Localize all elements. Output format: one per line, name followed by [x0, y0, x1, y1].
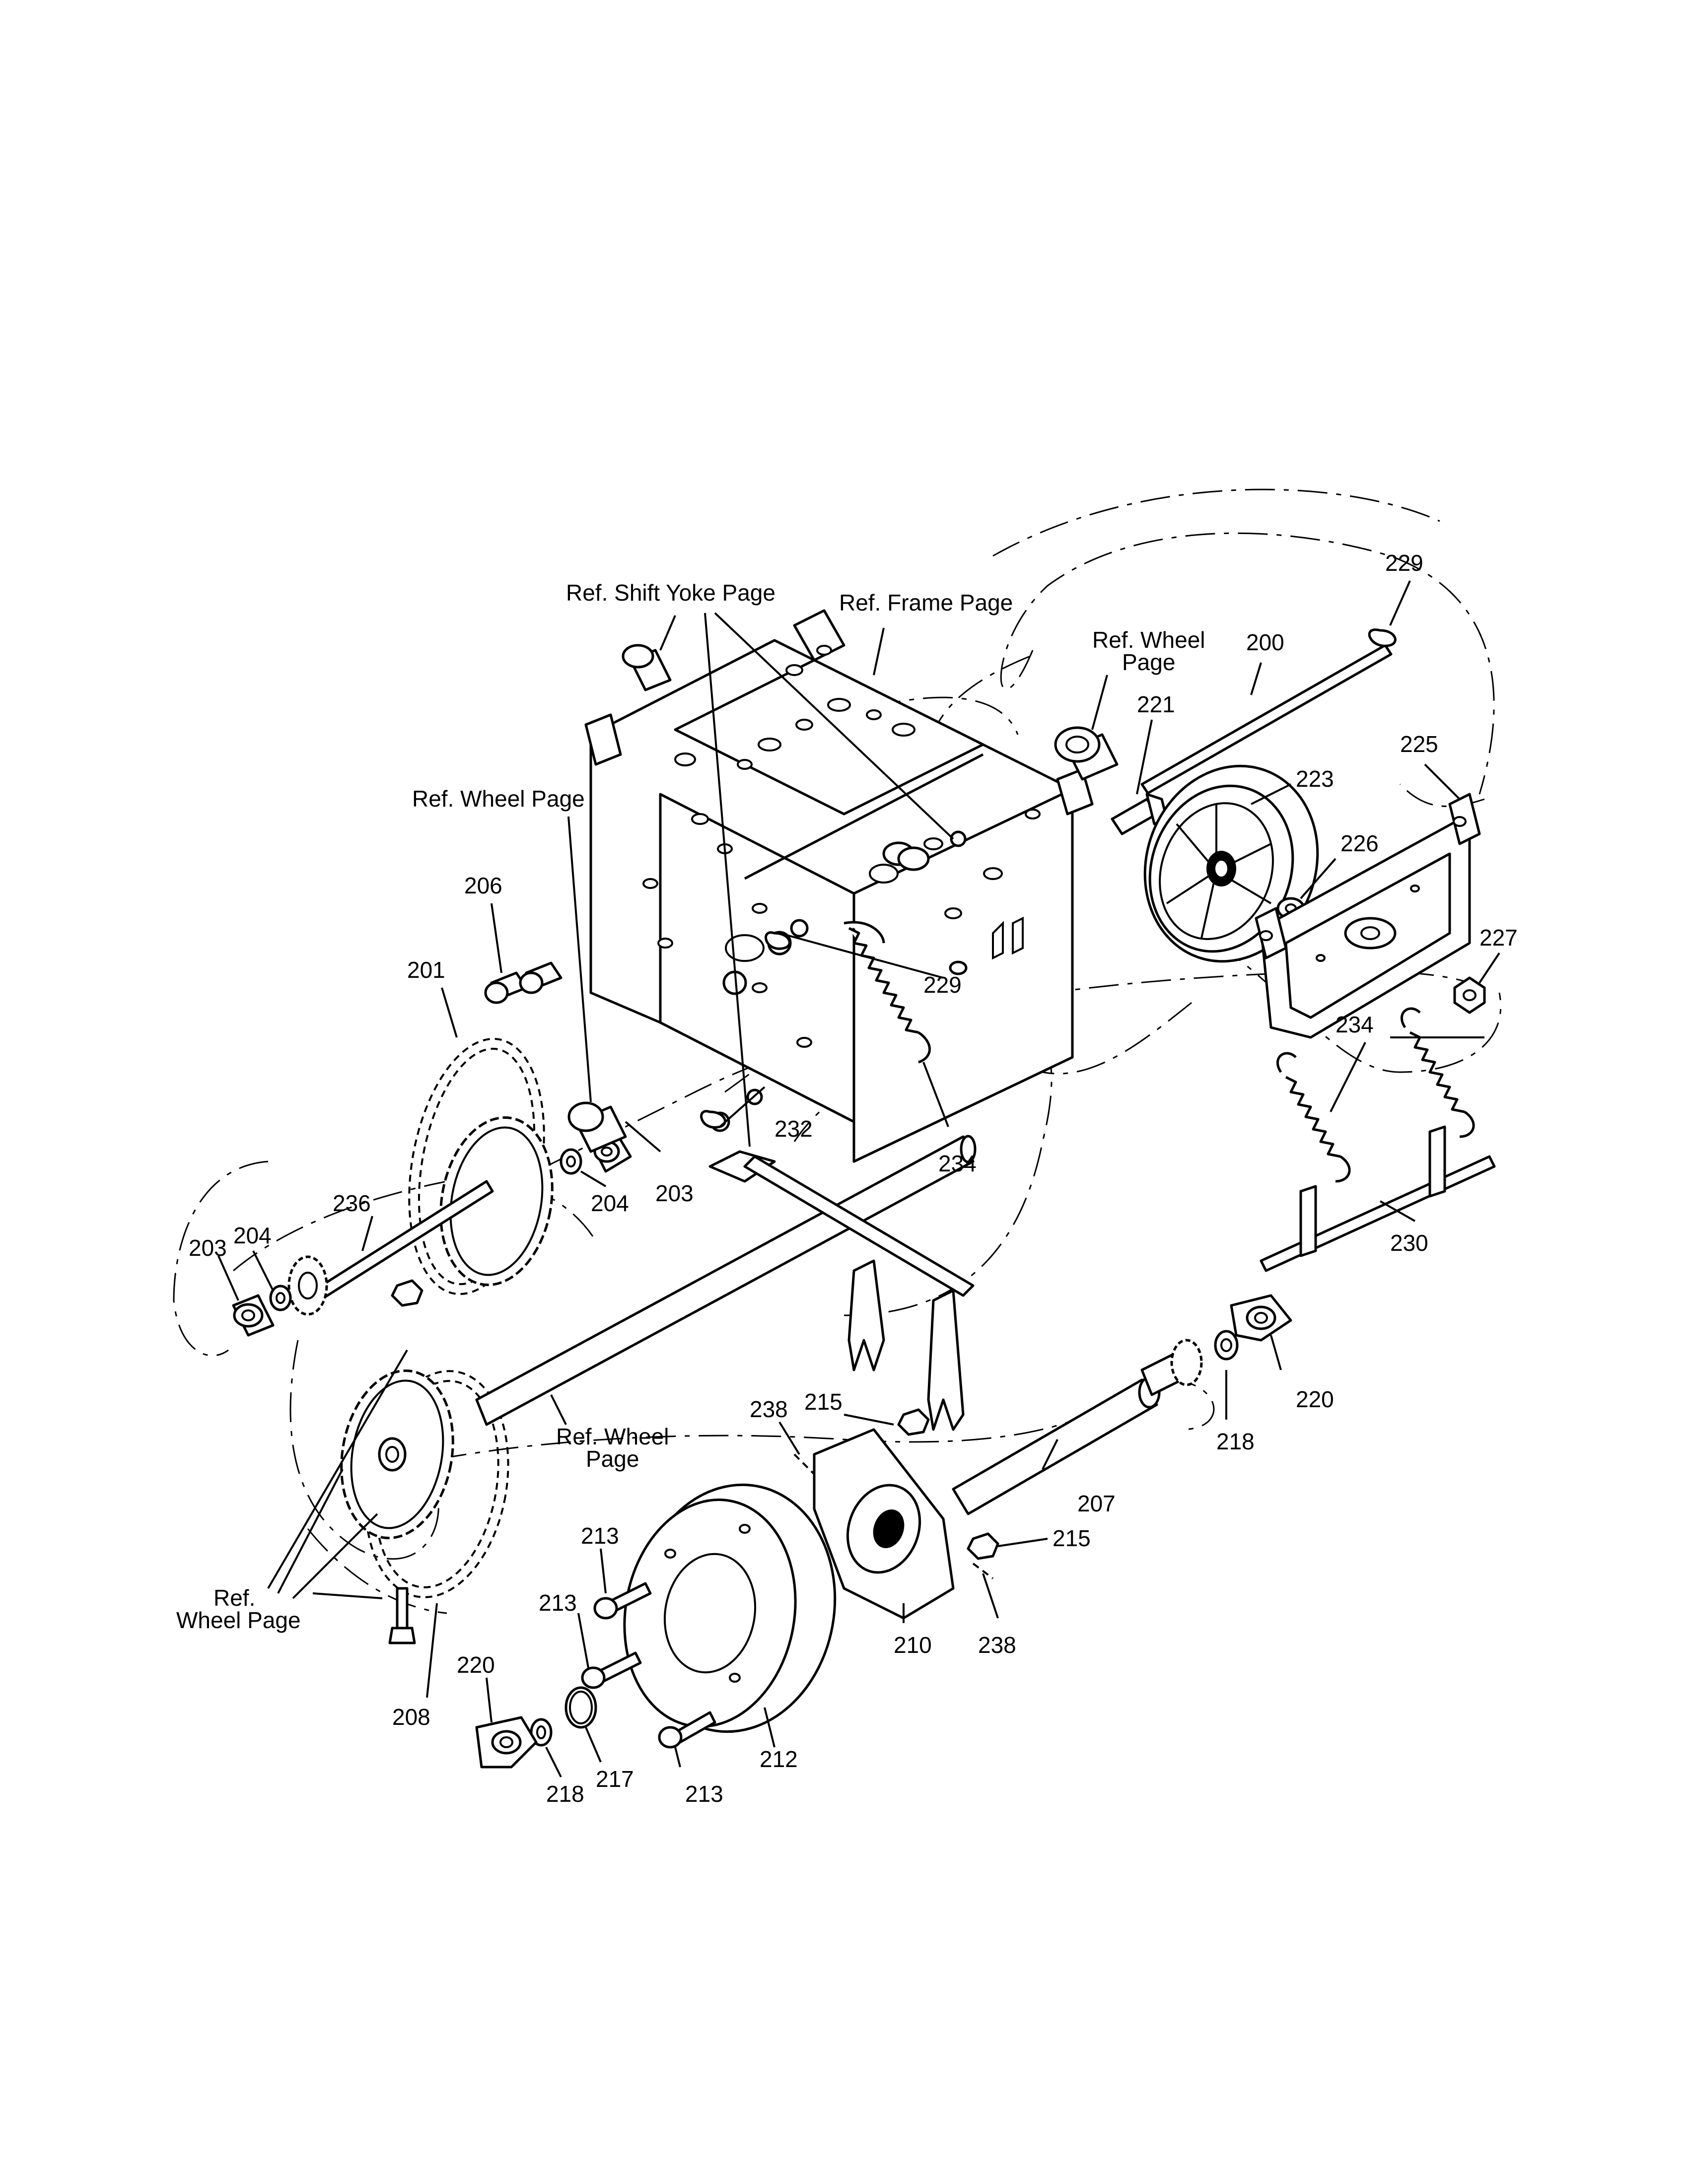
callout-220-right: 220 [1296, 1386, 1334, 1412]
ref-frame-label: Ref. Frame Page [839, 590, 1013, 615]
ref-wheel-center-line1: Ref. Wheel [556, 1424, 669, 1449]
callout-238-upper: 238 [750, 1396, 788, 1422]
reference-labels: Ref. Shift Yoke Page Ref. Frame Page Ref… [176, 580, 1205, 1633]
callout-210: 210 [894, 1632, 932, 1658]
hex-shaft-wheel [475, 1135, 977, 1426]
e-clip-232 [700, 1110, 726, 1129]
washer-218-left [530, 1718, 553, 1747]
callout-227: 227 [1479, 925, 1518, 951]
bolt-lower [388, 1279, 423, 1644]
small-sprocket [287, 1255, 328, 1316]
ref-shift-yoke-label: Ref. Shift Yoke Page [566, 580, 775, 606]
callout-234-center: 234 [938, 1151, 977, 1176]
callout-218-right: 218 [1216, 1429, 1255, 1454]
flange-bearing-203-lower [232, 1294, 275, 1337]
part-callouts: 229 200 221 225 223 226 227 206 201 229 … [189, 550, 1518, 1807]
ref-wheel-bottom-line2: Wheel Page [176, 1607, 301, 1633]
callout-207: 207 [1077, 1491, 1116, 1516]
retaining-ring-217 [564, 1686, 597, 1729]
callout-234-right: 234 [1336, 1012, 1374, 1037]
shaft-200 [1140, 644, 1393, 795]
callout-232: 232 [774, 1116, 813, 1142]
ref-wheel-bottom-line1: Ref. [213, 1585, 255, 1611]
spring-234-right-2 [1401, 1007, 1475, 1138]
callout-229-lower: 229 [923, 972, 962, 998]
callout-213-top: 213 [581, 1523, 619, 1549]
fastener-238-details [793, 1453, 994, 1579]
flange-bearing-220-right [1230, 1294, 1292, 1342]
callout-215-upper: 215 [804, 1389, 843, 1415]
large-sprocket-lower [340, 1369, 454, 1540]
callout-221: 221 [1137, 691, 1175, 717]
callout-203-lower: 203 [189, 1235, 227, 1261]
spring-234-right-1 [1276, 1052, 1351, 1183]
callout-204-upper: 204 [591, 1190, 629, 1216]
bolt-213-b [581, 1651, 642, 1689]
callout-229-top: 229 [1385, 550, 1423, 576]
leader-lines [217, 580, 1500, 1777]
bushing-ref-wheel-left [567, 1101, 627, 1153]
bolt-213-c [658, 1711, 716, 1749]
frame-housing [584, 609, 1094, 1163]
callout-230: 230 [1390, 1230, 1428, 1256]
drive-pulley-223 [1143, 764, 1319, 963]
shift-shaft [708, 1150, 975, 1431]
callout-220-left: 220 [457, 1652, 495, 1678]
ref-wheel-center-line2: Page [586, 1446, 639, 1472]
ref-wheel-right-line2: Page [1122, 649, 1175, 675]
callout-225: 225 [1400, 731, 1438, 757]
callout-226: 226 [1340, 830, 1379, 856]
callout-201: 201 [407, 957, 445, 983]
large-sprocket-upper [439, 1116, 554, 1287]
callout-236: 236 [333, 1190, 371, 1216]
bolts-206 [484, 961, 563, 1004]
callout-218-left: 218 [546, 1781, 584, 1807]
housing-210 [813, 1428, 955, 1620]
callout-200: 200 [1246, 629, 1284, 655]
callout-213-middle: 213 [539, 1590, 577, 1616]
callout-217: 217 [596, 1766, 634, 1792]
spring-234-center [844, 921, 931, 1064]
callout-212: 212 [760, 1746, 798, 1772]
bolt-213-a [593, 1582, 652, 1620]
washer-218-right [1214, 1330, 1239, 1361]
callout-223: 223 [1296, 766, 1334, 792]
bushing-right [1054, 726, 1119, 781]
callout-204-lower: 204 [233, 1223, 272, 1248]
wheel-212 [623, 1483, 837, 1733]
flange-bearing-220-left [475, 1716, 538, 1769]
callout-213-bottom: 213 [685, 1781, 723, 1807]
shaft-230 [1260, 1125, 1496, 1272]
bearing-plate-225 [1255, 793, 1481, 1039]
callout-206: 206 [464, 873, 502, 898]
callout-208: 208 [392, 1704, 430, 1730]
ref-wheel-right-line1: Ref. Wheel [1092, 627, 1205, 653]
axle-207 [952, 1339, 1203, 1515]
e-clip-229-top [1368, 628, 1397, 647]
callout-238-lower: 238 [978, 1632, 1016, 1658]
ref-wheel-left-label: Ref. Wheel Page [412, 786, 585, 812]
washer-204-lower [269, 1285, 292, 1311]
nut-227 [1453, 976, 1486, 1014]
washer-204-upper [560, 1148, 582, 1175]
callout-203-upper: 203 [655, 1180, 694, 1206]
e-clip-229-lower [765, 931, 791, 950]
callout-215-lower: 215 [1053, 1525, 1091, 1551]
nut-215-lower [967, 1532, 999, 1560]
nut-215-upper [897, 1408, 930, 1436]
